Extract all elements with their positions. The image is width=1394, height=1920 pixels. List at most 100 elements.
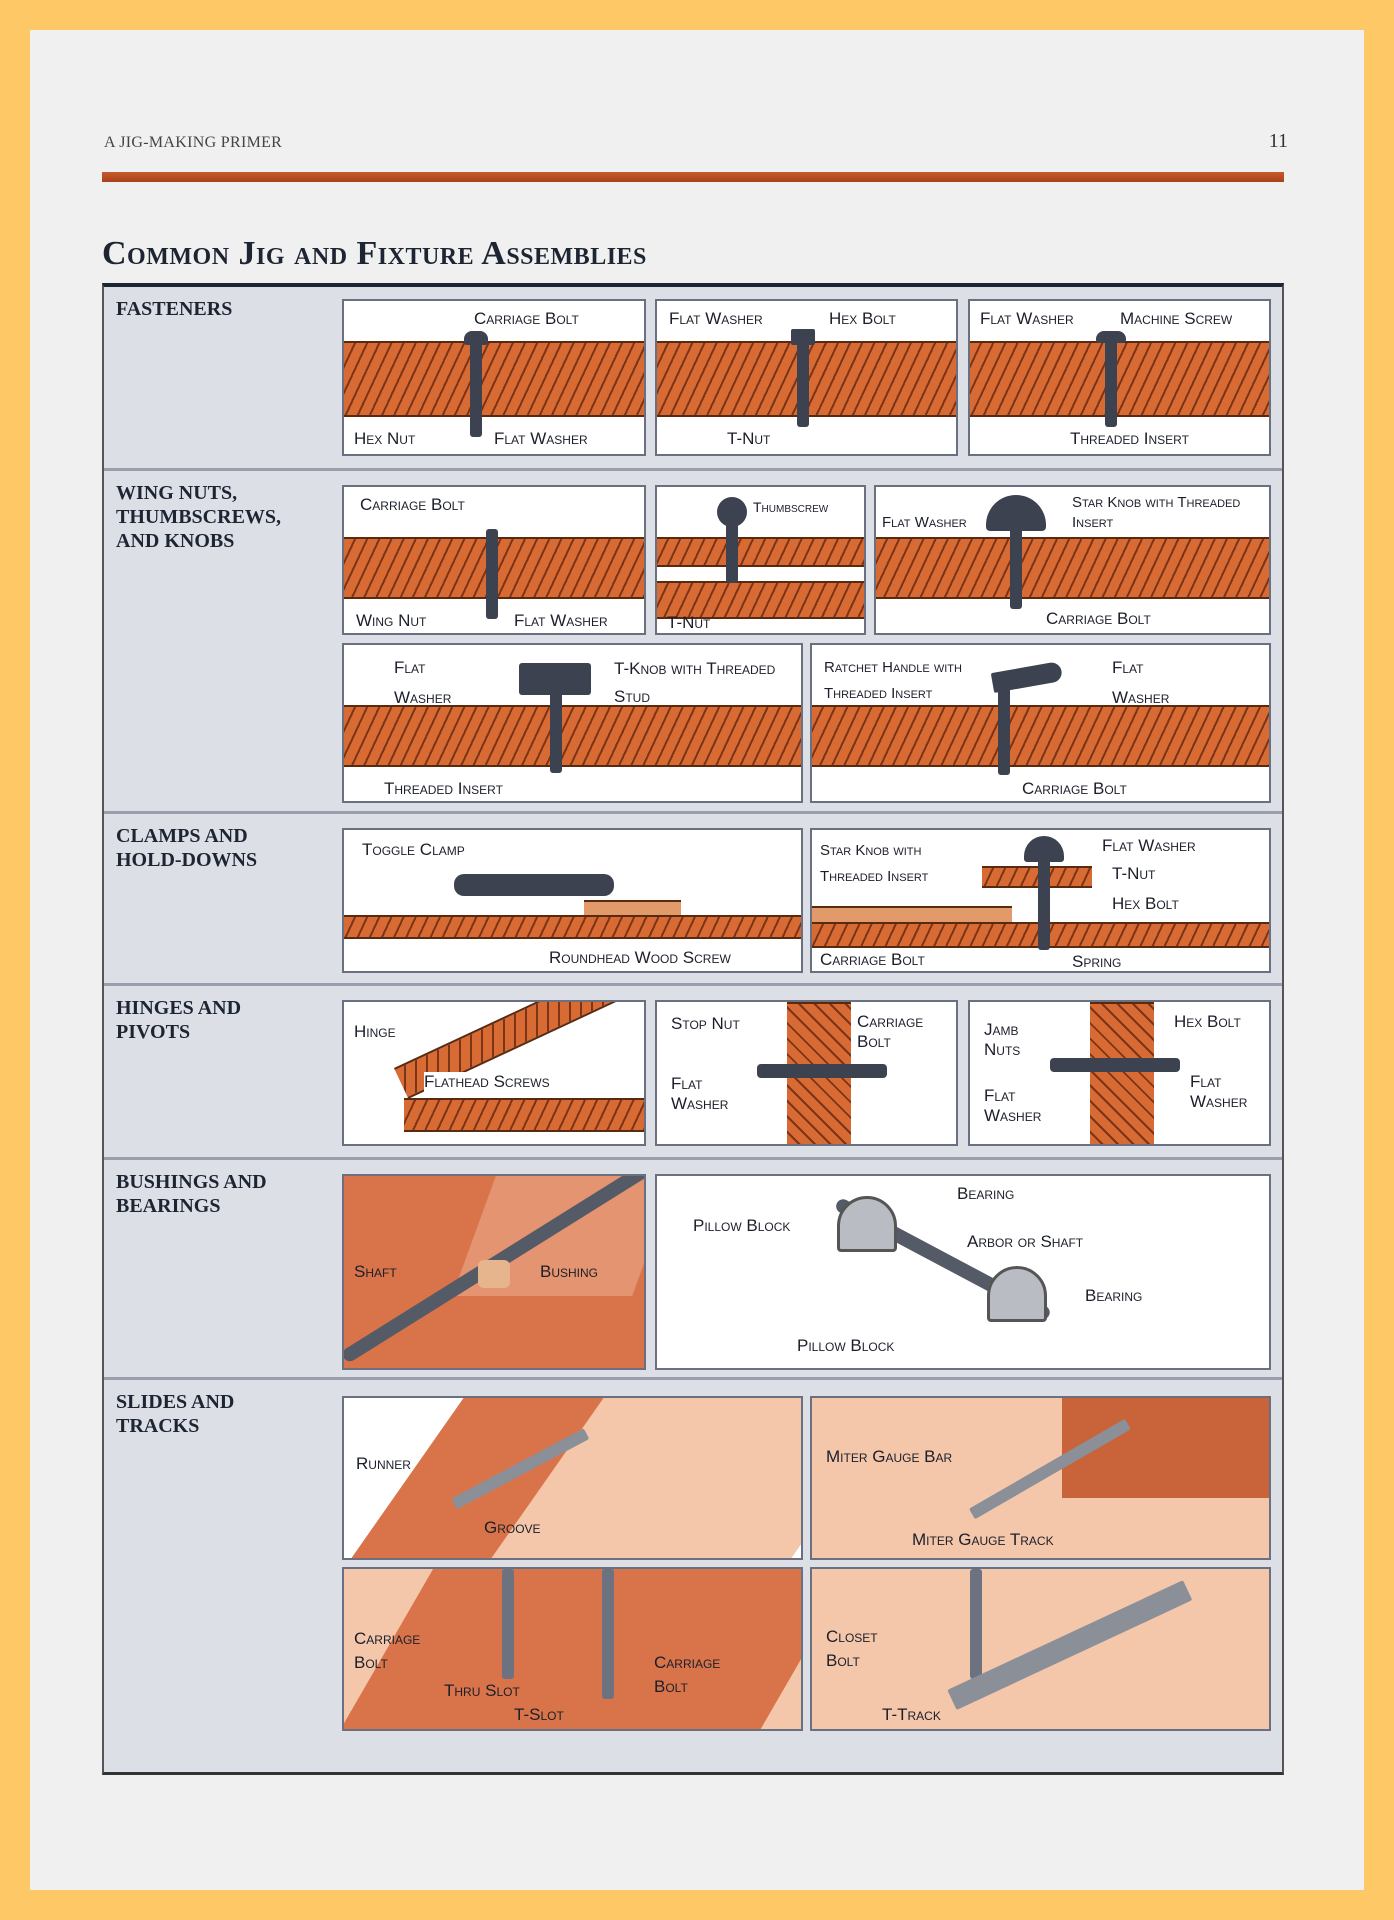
panel-pillow-block: Bearing Pillow Block Arbor or Shaft Bear…: [655, 1174, 1271, 1370]
screw-shaft: [726, 523, 738, 583]
label: Miter Gauge Track: [912, 1530, 1054, 1549]
label: T-Knob with Threaded Stud: [614, 659, 776, 706]
workpiece: [584, 900, 681, 917]
label: Carriage Bolt: [360, 495, 465, 514]
label: Groove: [484, 1518, 541, 1537]
section-label: CLAMPS AND HOLD-DOWNS: [116, 825, 258, 871]
label: Thru Slot: [444, 1681, 520, 1700]
label: Toggle Clamp: [362, 840, 465, 859]
assemblies-table: FASTENERS Carriage Bolt Hex Nut Flat Was…: [102, 283, 1284, 1775]
label: Runner: [356, 1454, 411, 1473]
panel-t-track: Closet Bolt T-Track: [810, 1567, 1271, 1731]
wood-board: [970, 341, 1269, 417]
label: Flat Washer: [514, 611, 608, 630]
label: Carriage Bolt: [654, 1653, 721, 1696]
panel-hold-down: Star Knob with Threaded Insert Flat Wash…: [810, 828, 1271, 973]
panel-wing-nut: Carriage Bolt Wing Nut Flat Washer: [342, 485, 646, 635]
panel-toggle-clamp: Toggle Clamp Roundhead Wood Screw: [342, 828, 803, 973]
wood-post: [1090, 1002, 1154, 1144]
label: Flat Washer: [984, 1086, 1042, 1125]
label: T-Slot: [514, 1705, 564, 1724]
running-title: A JIG-MAKING PRIMER: [104, 134, 283, 151]
panel-hinge: Hinge Flathead Screws: [342, 1000, 646, 1146]
panel-runner: Runner Groove: [342, 1396, 803, 1560]
label: T-Track: [882, 1705, 941, 1724]
pillow-block: [837, 1196, 897, 1252]
wood-board: [657, 537, 864, 567]
wood-board: [876, 537, 1269, 599]
stud: [550, 691, 562, 773]
label: Threaded Insert: [1070, 429, 1189, 448]
label: T-Nut: [667, 613, 711, 632]
label: Arbor or Shaft: [967, 1232, 1084, 1251]
thumbscrew-head: [717, 497, 747, 527]
label: Flat Washer: [1102, 836, 1196, 855]
star-knob: [986, 495, 1046, 531]
label: Roundhead Wood Screw: [549, 948, 731, 967]
bolt: [1050, 1058, 1180, 1072]
panel-ratchet-handle: Ratchet Handle with Threaded Insert Flat…: [810, 643, 1271, 803]
label: Flat Washer: [1190, 1072, 1248, 1111]
bolt-shaft: [470, 337, 482, 437]
label: T-Nut: [727, 429, 771, 448]
bolt-shaft: [1038, 856, 1050, 950]
t-knob: [519, 663, 591, 695]
section-slides: SLIDES AND TRACKS Runner Groove Miter Ga…: [104, 1380, 1282, 1779]
panel-star-knob: Flat Washer Star Knob with Threaded Inse…: [874, 485, 1271, 635]
wood-board: [657, 581, 864, 619]
panel-carriage-bolt: Carriage Bolt Hex Nut Flat Washer: [342, 299, 646, 456]
label: T-Nut: [1112, 864, 1156, 883]
section-label: HINGES AND PIVOTS: [116, 997, 242, 1043]
label: Pillow Block: [797, 1336, 895, 1355]
workpiece: [812, 906, 1012, 924]
section-hinges: HINGES AND PIVOTS Hinge Flathead Screws …: [104, 986, 1282, 1160]
bolt-shaft: [797, 337, 809, 427]
book-page: A JIG-MAKING PRIMER 11 Common Jig and Fi…: [30, 30, 1364, 1890]
panel-stop-nut: Stop Nut Carriage Bolt Flat Washer: [655, 1000, 958, 1146]
label: Pillow Block: [693, 1216, 791, 1235]
label: Hex Bolt: [1112, 894, 1179, 913]
label: Hex Nut: [354, 429, 416, 448]
label: Hex Bolt: [829, 309, 896, 328]
label: Threaded Insert: [384, 779, 503, 798]
label: Flat Washer: [882, 514, 967, 531]
panel-machine-screw: Flat Washer Machine Screw Threaded Inser…: [968, 299, 1271, 456]
label: Bushing: [540, 1262, 599, 1281]
panel-hex-bolt: Flat Washer Hex Bolt T-Nut: [655, 299, 958, 456]
label: Spring: [1072, 952, 1122, 971]
label: Bearing: [957, 1184, 1015, 1203]
label: Hex Bolt: [1174, 1012, 1241, 1031]
header-rule: [102, 172, 1284, 182]
section-label: WING NUTS, THUMBSCREWS, AND KNOBS: [116, 482, 282, 552]
panel-miter-gauge: Miter Gauge Bar Miter Gauge Track: [810, 1396, 1271, 1560]
closet-bolt: [970, 1569, 982, 1679]
panel-thru-slot: Carriage Bolt Thru Slot T-Slot Carriage …: [342, 1567, 803, 1731]
section-label: FASTENERS: [116, 298, 233, 320]
label: Flat Washer: [1112, 658, 1170, 707]
panel-bushing: Shaft Bushing: [342, 1174, 646, 1370]
carriage-bolt: [602, 1569, 614, 1699]
page-title: Common Jig and Fixture Assemblies: [102, 235, 647, 272]
label: Star Knob with Threaded Insert: [1072, 494, 1241, 531]
screw-shaft: [1105, 337, 1117, 427]
panel-t-knob: Flat Washer T-Knob with Threaded Stud Th…: [342, 643, 803, 803]
label: Miter Gauge Bar: [826, 1447, 953, 1466]
bolt-shaft: [998, 675, 1010, 775]
label: Carriage Bolt: [857, 1012, 924, 1051]
toggle-clamp: [454, 874, 614, 896]
label: Bearing: [1085, 1286, 1143, 1305]
section-bushings: BUSHINGS AND BEARINGS Shaft Bushing Bear…: [104, 1160, 1282, 1380]
wood-board: [812, 705, 1269, 767]
wood-board: [344, 341, 644, 417]
wood-board: [404, 1098, 644, 1132]
label: Ratchet Handle with Threaded Insert: [824, 659, 962, 702]
panel-thumbscrew: Thumbscrew T-Nut: [655, 485, 866, 635]
label: Carriage Bolt: [1022, 779, 1127, 798]
label: Machine Screw: [1120, 309, 1233, 328]
t-track: [947, 1580, 1193, 1710]
section-fasteners: FASTENERS Carriage Bolt Hex Nut Flat Was…: [104, 287, 1282, 471]
label: Jamb Nuts: [984, 1020, 1021, 1059]
section-label: BUSHINGS AND BEARINGS: [116, 1171, 267, 1217]
label: Carriage Bolt: [474, 309, 579, 328]
label: Carriage Bolt: [1046, 609, 1151, 628]
